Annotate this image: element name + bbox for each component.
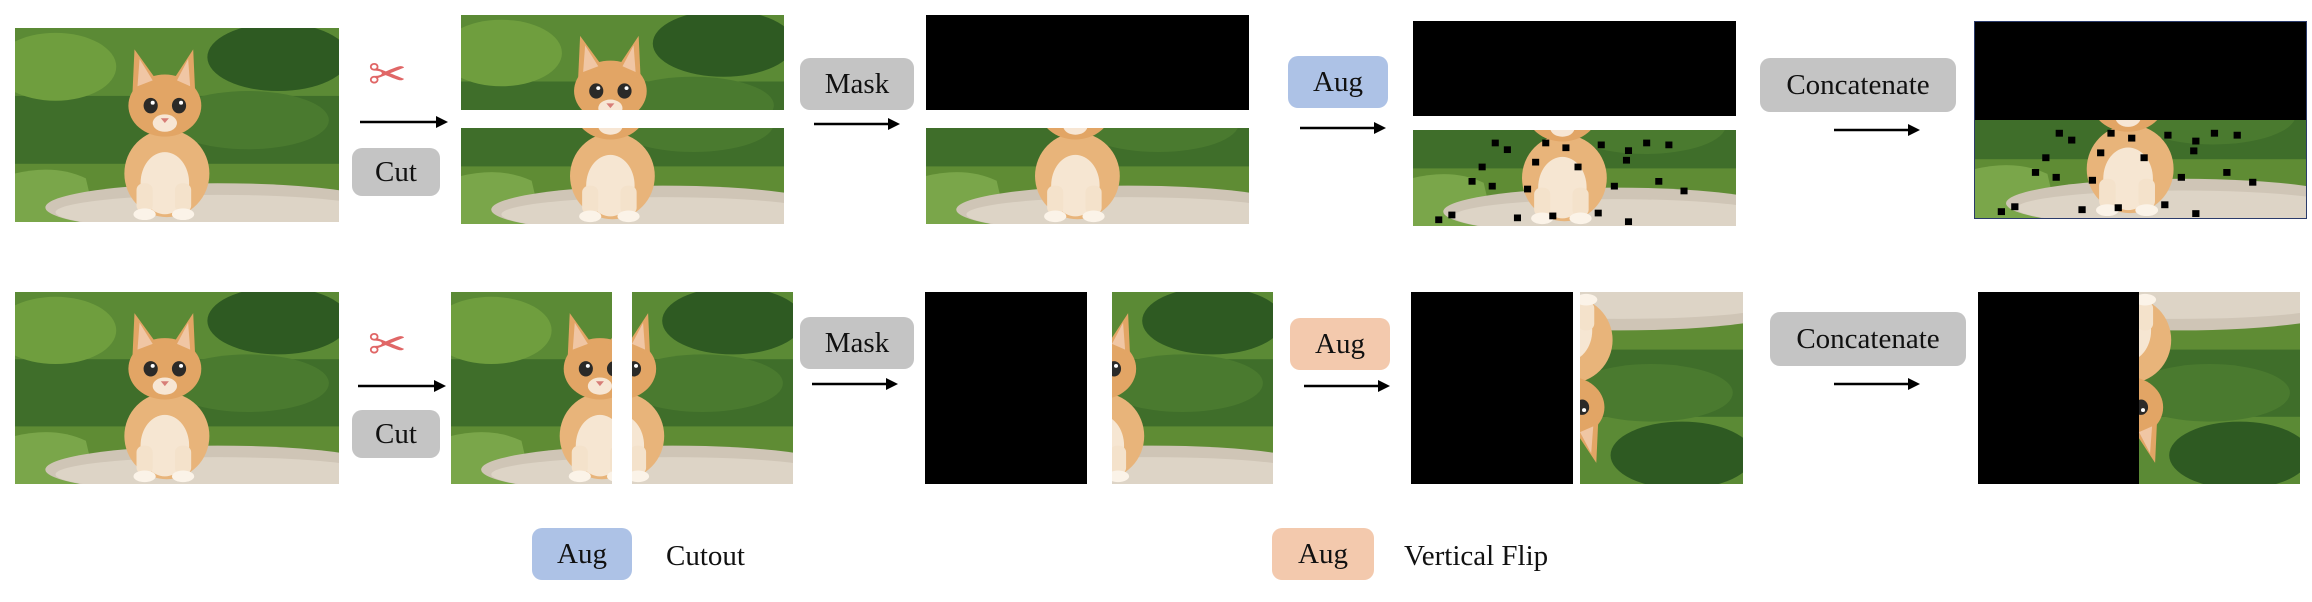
row1-mask-badge: Mask	[800, 58, 914, 110]
row1-cut-badge: Cut	[352, 148, 440, 196]
arrow-right-icon	[358, 380, 446, 392]
row1-bottom-half-image-2	[926, 128, 1249, 224]
scissors-icon: ✂	[368, 49, 407, 100]
row2-result-image	[1978, 292, 2300, 484]
row2-right-half-image	[632, 292, 793, 484]
row1-top-half-image	[461, 15, 784, 110]
row1-concatenate-badge: Concatenate	[1760, 58, 1956, 112]
legend-vertical-flip-label: Vertical Flip	[1404, 540, 1549, 572]
row2-aug-badge: Aug	[1290, 318, 1390, 370]
row2-concatenate-badge: Concatenate	[1770, 312, 1966, 366]
row2-mask-badge: Mask	[800, 317, 914, 369]
row2-left-half-image	[451, 292, 612, 484]
row1-cutout-image	[1413, 130, 1736, 226]
arrow-right-icon	[1834, 124, 1920, 136]
arrow-right-icon	[360, 116, 448, 128]
row1-masked-top	[926, 15, 1249, 110]
legend-cutout-label: Cutout	[666, 540, 745, 572]
row1-result-image	[1974, 21, 2307, 219]
arrow-right-icon	[1834, 378, 1920, 390]
row2-aug-masked-left	[1411, 292, 1573, 484]
row2-masked-left	[925, 292, 1087, 484]
arrow-right-icon	[1304, 380, 1390, 392]
row2-right-half-image-2	[1112, 292, 1273, 484]
row1-original-image	[15, 28, 339, 222]
arrow-right-icon	[812, 378, 898, 390]
row2-original-image	[15, 292, 339, 484]
arrow-right-icon	[1300, 122, 1386, 134]
row2-flipped-image	[1580, 292, 1743, 484]
row1-bottom-half-image	[461, 128, 784, 224]
row1-aug-masked-top	[1413, 21, 1736, 116]
row1-aug-badge: Aug	[1288, 56, 1388, 108]
scissors-icon: ✂	[368, 319, 407, 370]
row2-cut-badge: Cut	[352, 410, 440, 458]
arrow-right-icon	[814, 118, 900, 130]
legend-aug-blue-badge: Aug	[532, 528, 632, 580]
legend-aug-orange-badge: Aug	[1272, 528, 1374, 580]
